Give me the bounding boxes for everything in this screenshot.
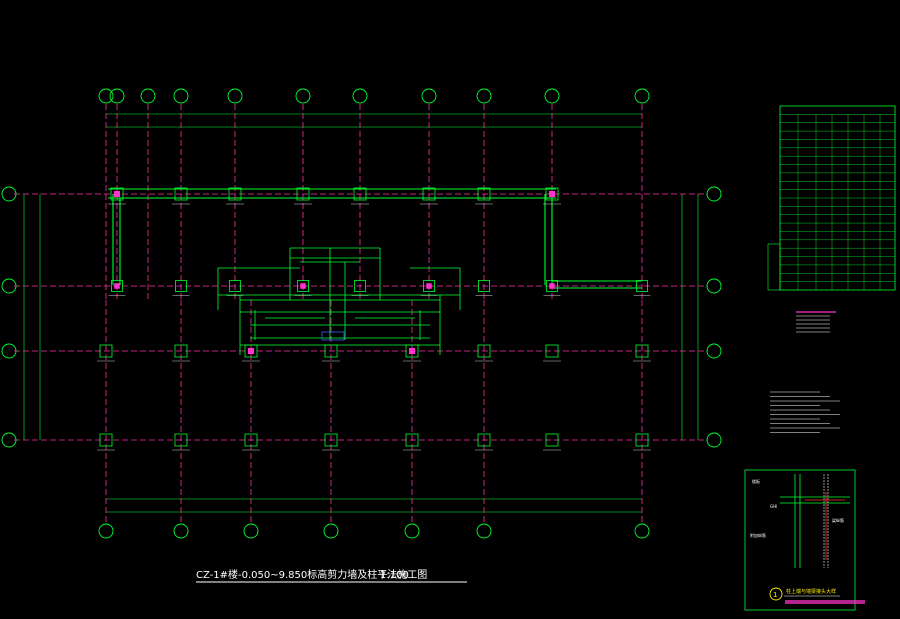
column bbox=[635, 344, 649, 358]
column bbox=[423, 280, 435, 292]
column bbox=[477, 433, 491, 447]
column-core bbox=[114, 191, 120, 197]
axis-bubble-left bbox=[1, 186, 17, 202]
axis-bubble-right bbox=[706, 278, 722, 294]
column bbox=[354, 280, 366, 292]
column-core bbox=[549, 283, 555, 289]
column bbox=[545, 344, 559, 358]
axis-bubble-top bbox=[634, 88, 650, 104]
drawing-title: CZ-1#楼-0.050~9.850标高剪力墙及柱平法施工图 bbox=[196, 568, 427, 581]
axis-bubble-top bbox=[227, 88, 243, 104]
column bbox=[175, 280, 187, 292]
column-schedule-table bbox=[767, 105, 896, 291]
detail-note-4: 梁纵筋 bbox=[832, 517, 844, 523]
column bbox=[110, 187, 124, 201]
detail-note-1: 楼板 bbox=[752, 478, 760, 484]
axis-bubble-bottom bbox=[634, 523, 650, 539]
detail-bubble-label: 1 bbox=[773, 591, 777, 599]
column-core bbox=[248, 348, 254, 354]
detail-note-2: GHl bbox=[770, 504, 777, 509]
column bbox=[478, 280, 490, 292]
column bbox=[228, 187, 242, 201]
column bbox=[244, 433, 258, 447]
column bbox=[405, 433, 419, 447]
columns bbox=[97, 187, 651, 451]
notes-blocks bbox=[770, 311, 840, 433]
drawing-scale: 1:100 bbox=[380, 570, 409, 581]
axis-bubble-bottom bbox=[404, 523, 420, 539]
column bbox=[99, 433, 113, 447]
column bbox=[353, 187, 367, 201]
column bbox=[324, 433, 338, 447]
column bbox=[546, 280, 558, 292]
column-core bbox=[114, 283, 120, 289]
column-core bbox=[409, 348, 415, 354]
column bbox=[296, 187, 310, 201]
axis-bubble-right bbox=[706, 186, 722, 202]
table-side bbox=[767, 243, 781, 291]
axis-bubble-bottom bbox=[173, 523, 189, 539]
axis-bubble-bottom bbox=[476, 523, 492, 539]
axis-bubble-bottom bbox=[98, 523, 114, 539]
column bbox=[545, 187, 559, 201]
column bbox=[229, 280, 241, 292]
axis-bubbles bbox=[1, 88, 722, 539]
core-opening bbox=[321, 331, 345, 341]
axis-bubble-top bbox=[352, 88, 368, 104]
column bbox=[111, 280, 123, 292]
column bbox=[635, 433, 649, 447]
column bbox=[636, 280, 648, 292]
axis-bubble-bottom bbox=[243, 523, 259, 539]
column-joint-detail: 1 柱上端与墙梁接头大样 楼板 GHl 附加纵筋 梁纵筋 bbox=[744, 469, 865, 611]
detail-bubble bbox=[769, 587, 783, 601]
axis-bubble-left bbox=[1, 343, 17, 359]
column bbox=[174, 187, 188, 201]
column bbox=[297, 280, 309, 292]
column-core bbox=[549, 191, 555, 197]
stair-core bbox=[217, 247, 461, 355]
detail-title: 柱上端与墙梁接头大样 bbox=[786, 588, 836, 595]
detail-note-3: 附加纵筋 bbox=[750, 532, 766, 538]
column bbox=[99, 344, 113, 358]
axis-bubble-top bbox=[476, 88, 492, 104]
axis-bubble-top bbox=[421, 88, 437, 104]
axis-bubble-top bbox=[295, 88, 311, 104]
column bbox=[174, 344, 188, 358]
axis-grid-lines bbox=[14, 104, 708, 523]
axis-bubble-top bbox=[173, 88, 189, 104]
axis-bubble-left bbox=[1, 278, 17, 294]
column bbox=[477, 187, 491, 201]
column bbox=[174, 433, 188, 447]
column-core bbox=[426, 283, 432, 289]
axis-bubble-top bbox=[98, 88, 114, 104]
shear-walls bbox=[108, 188, 642, 289]
axis-bubble-left bbox=[1, 432, 17, 448]
axis-bubble-top bbox=[544, 88, 560, 104]
column bbox=[422, 187, 436, 201]
column bbox=[545, 433, 559, 447]
axis-bubble-bottom bbox=[323, 523, 339, 539]
axis-bubble-top bbox=[109, 88, 125, 104]
dimension-lines bbox=[23, 113, 699, 513]
axis-bubble-right bbox=[706, 432, 722, 448]
column bbox=[477, 344, 491, 358]
axis-bubble-top bbox=[140, 88, 156, 104]
axis-bubble-right bbox=[706, 343, 722, 359]
column-core bbox=[300, 283, 306, 289]
